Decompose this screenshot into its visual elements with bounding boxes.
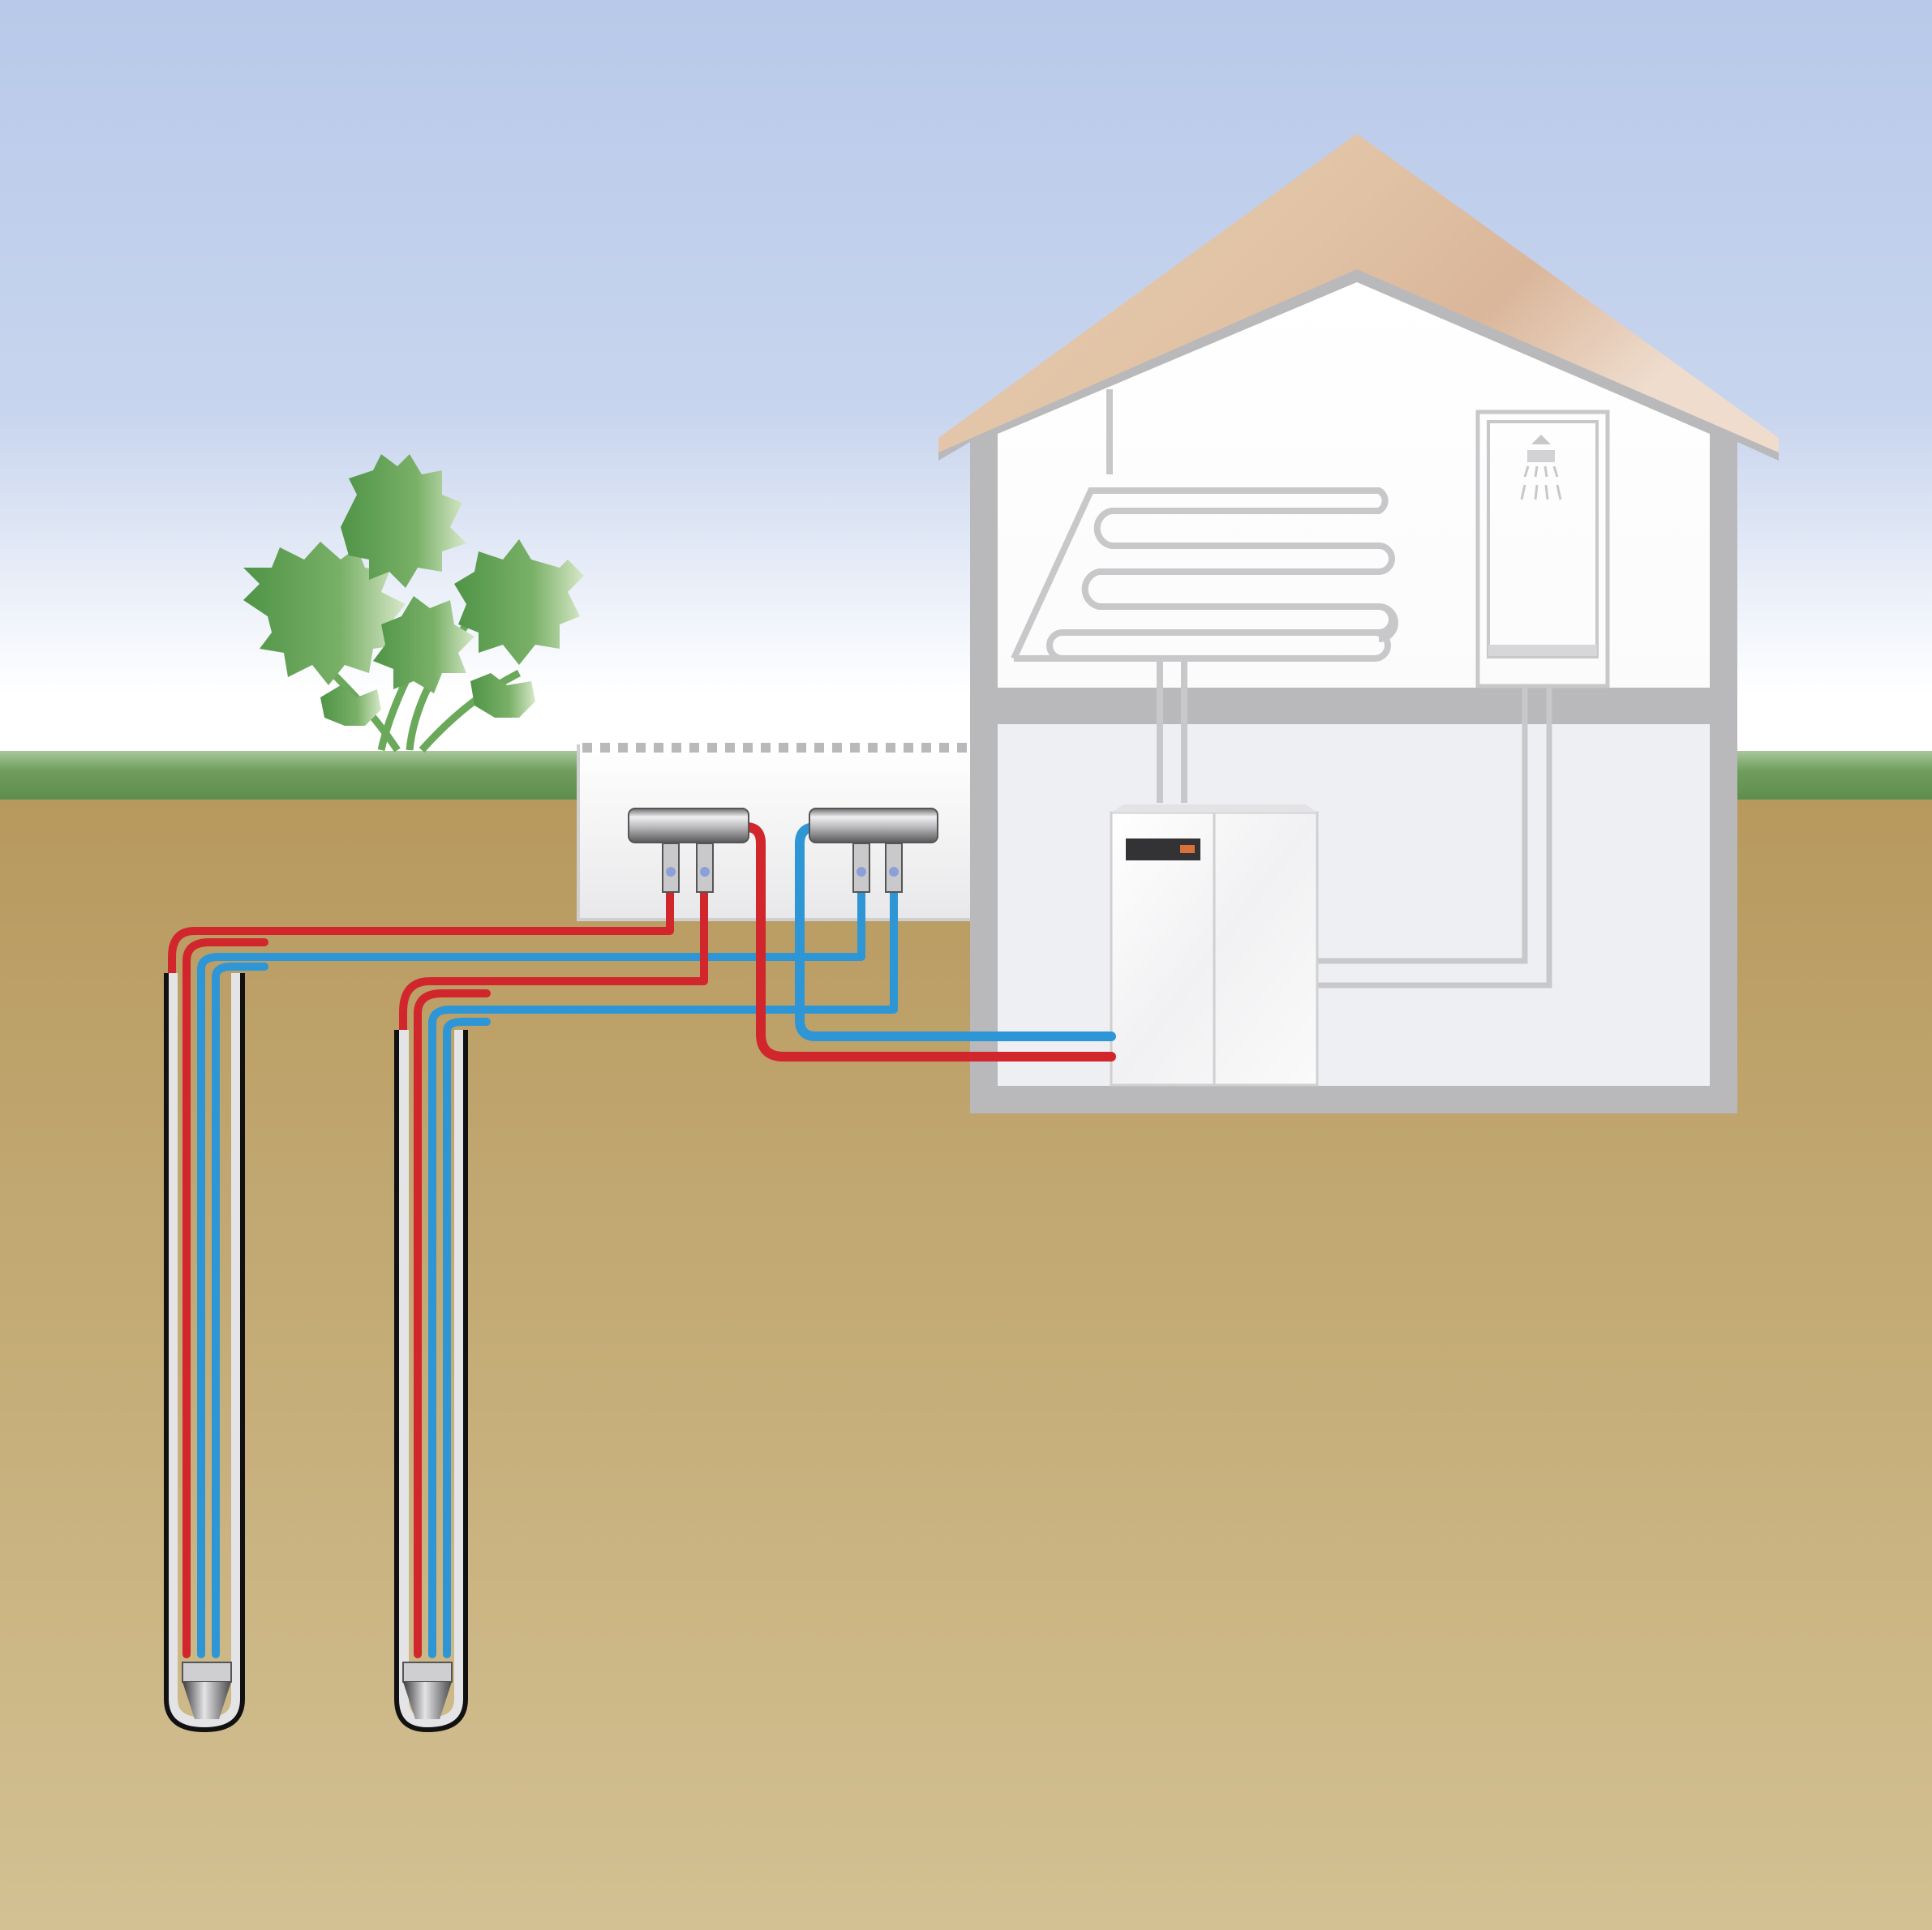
tree-icon [243,454,584,753]
borehole-2 [394,1030,468,1733]
brand-badge [1180,845,1195,853]
pipe-hot-bh1 [168,872,674,1658]
brine-pipes [168,822,1116,1658]
underfloor-heating-icon [1011,389,1398,803]
borehole-1 [164,973,245,1733]
pipe-hot-to-heatpump [741,822,1116,1062]
pipe-hot-bh2 [399,872,708,1658]
upper-floor-interior [998,282,1710,688]
heat-pump-icon [1110,804,1319,1087]
dhw-lines [1318,688,1552,989]
manifold-icon [628,808,938,893]
drill-head-icon [182,1662,453,1719]
pipe-cold-to-heatpump [795,822,1116,1041]
shower-icon [1475,410,1610,688]
house-roof [938,134,1779,454]
